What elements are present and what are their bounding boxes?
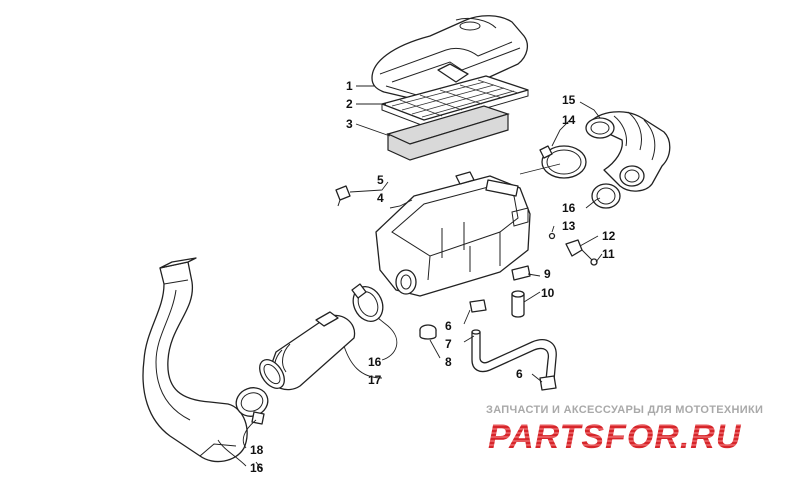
leader-lines (217, 85, 603, 471)
boot-clamp-14 (539, 145, 587, 179)
callout-6-upper: 6 (445, 319, 452, 333)
callout-17: 17 (368, 373, 382, 387)
callout-4: 4 (377, 191, 384, 205)
hose-clamp-16-upper (591, 183, 621, 209)
intake-duct-18 (142, 257, 248, 463)
drain-plug-10 (511, 290, 525, 318)
callout-numbers: 1 2 3 5 4 15 14 16 13 12 11 9 10 6 7 8 6… (250, 79, 616, 475)
drain-clamp-9 (511, 265, 531, 281)
callout-10: 10 (541, 286, 555, 300)
callout-15: 15 (562, 93, 576, 107)
intake-tube-17 (259, 311, 356, 391)
callout-12: 12 (602, 229, 616, 243)
hose-clamp-16-mid (351, 283, 384, 323)
watermark-logo: PARTSFOR.RU (488, 418, 742, 452)
callout-2: 2 (346, 97, 353, 111)
airbox-base (375, 171, 531, 297)
callout-9: 9 (544, 267, 551, 281)
drain-clamp-6-lower (539, 375, 557, 391)
callout-13: 13 (562, 219, 576, 233)
watermark-caption: ЗАПЧАСТИ И АКСЕССУАРЫ ДЛЯ МОТОТЕХНИКИ (486, 404, 764, 416)
callout-14: 14 (562, 113, 576, 127)
grommet-8 (419, 324, 437, 340)
callout-5: 5 (377, 173, 384, 187)
callout-16-upper: 16 (562, 201, 576, 215)
callout-3: 3 (346, 117, 353, 131)
callout-11: 11 (602, 247, 615, 261)
callout-16-mid: 16 (368, 355, 382, 369)
callout-6-lower: 6 (516, 367, 523, 381)
clip-5 (335, 185, 351, 207)
watermark-logo-text: PARTSFOR.RU (488, 418, 742, 452)
callout-1: 1 (346, 79, 353, 93)
air-filter-element (386, 105, 510, 161)
callout-16-lower: 16 (250, 461, 264, 475)
callout-18: 18 (250, 443, 264, 457)
intake-boot (585, 111, 671, 192)
drain-clamp-6-upper (469, 299, 487, 313)
hose-clamp-16-lower (235, 387, 269, 425)
callout-7: 7 (445, 337, 452, 351)
sensor-hardware (548, 232, 598, 266)
drain-hose-7 (471, 329, 557, 381)
callout-8: 8 (445, 355, 452, 369)
airbox-cover (371, 15, 529, 103)
